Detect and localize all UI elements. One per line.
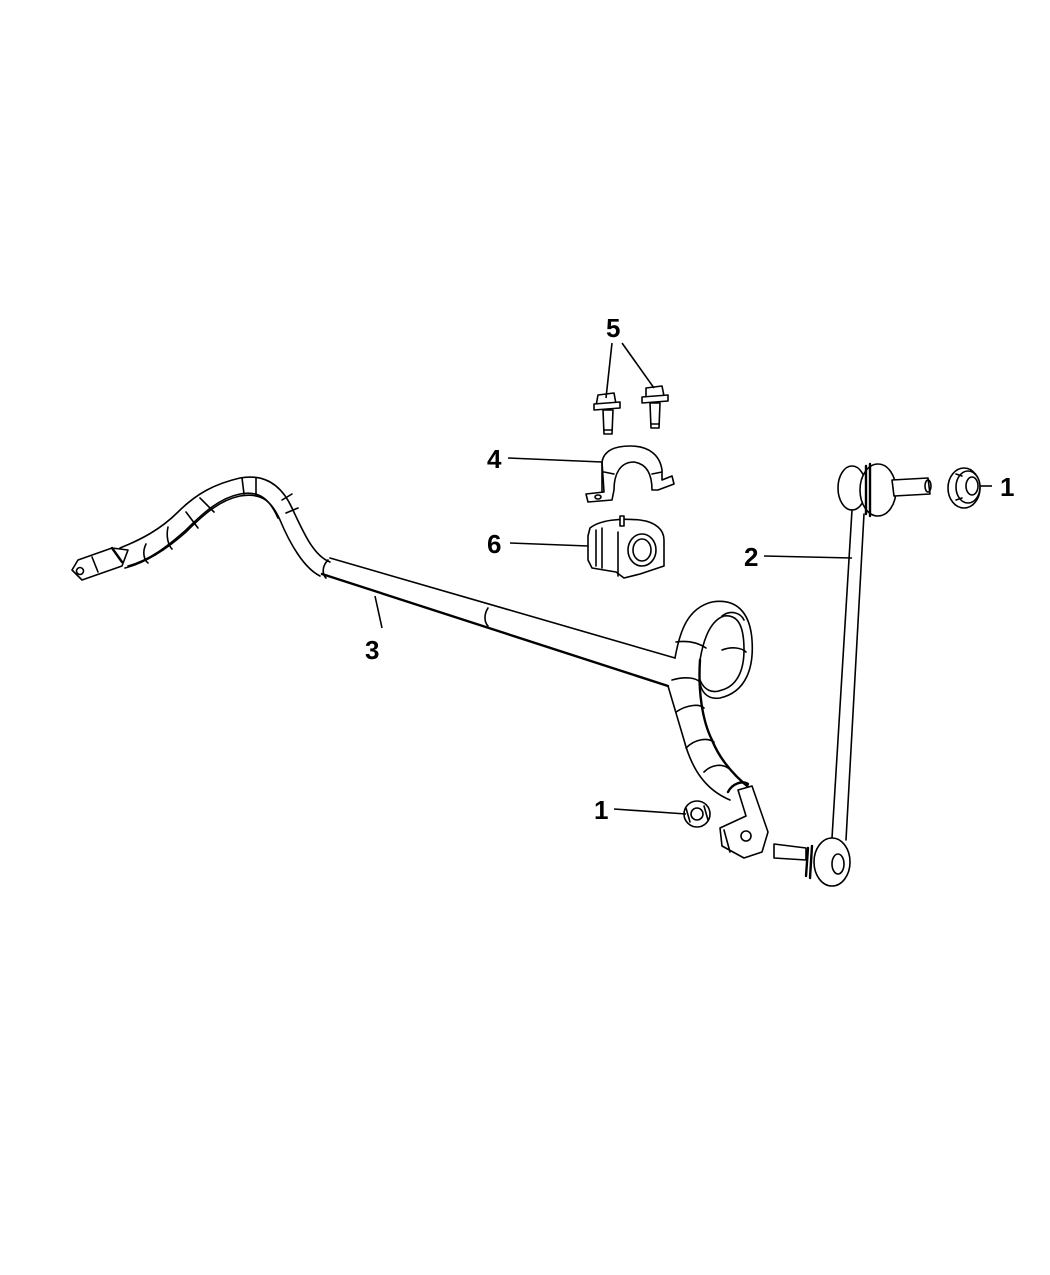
nut-upper: [947, 467, 981, 509]
stabilizer-bar: [71, 476, 769, 859]
callout-2: 2: [744, 542, 759, 572]
bushing-retainer-bracket: [585, 445, 675, 503]
callout-3: 3: [365, 635, 380, 665]
nut-lower: [683, 800, 711, 828]
callout-6: 6: [487, 529, 502, 559]
callout-1-lower: 1: [594, 795, 609, 825]
stabilizer-link: [773, 462, 932, 887]
bolts: [593, 385, 669, 435]
callout-1-upper: 1: [1000, 472, 1015, 502]
callout-5: 5: [606, 313, 621, 343]
callout-4: 4: [487, 444, 502, 474]
bushing: [587, 515, 665, 579]
leader-lines: [374, 342, 992, 815]
